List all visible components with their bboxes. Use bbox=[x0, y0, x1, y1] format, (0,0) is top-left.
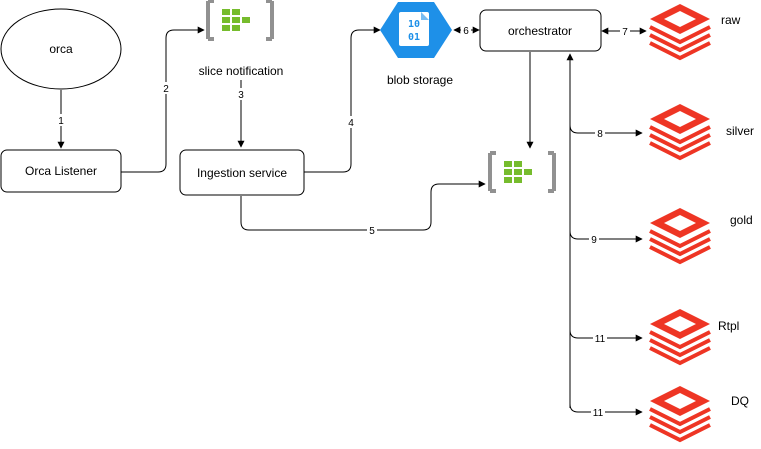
edge-ingestion-to-blob bbox=[304, 26, 381, 173]
edge-label-11-rtpl: 11 bbox=[595, 334, 606, 345]
raw-label: raw bbox=[721, 13, 741, 27]
node-gold[interactable]: gold bbox=[648, 206, 753, 264]
gold-label: gold bbox=[730, 213, 753, 227]
slice-notification-label: slice notification bbox=[199, 64, 284, 78]
node-orca-listener[interactable]: Orca Listener bbox=[0, 149, 122, 193]
edge-trunk-to-gold bbox=[569, 230, 643, 243]
blob-storage-icon: 10 01 bbox=[380, 2, 452, 58]
edge-label-5: 5 bbox=[369, 226, 375, 237]
edge-label-9: 9 bbox=[591, 235, 597, 246]
node-ingestion-service[interactable]: Ingestion service bbox=[179, 149, 305, 196]
databricks-layers-icon bbox=[648, 2, 712, 60]
edge-label-3: 3 bbox=[238, 90, 244, 101]
node-orca[interactable]: orca bbox=[0, 8, 122, 90]
edge-label-2: 2 bbox=[163, 84, 169, 95]
edge-trunk-to-silver bbox=[569, 124, 643, 137]
blob-icon-text-2: 01 bbox=[408, 32, 420, 43]
dq-label: DQ bbox=[731, 394, 749, 408]
edge-trunk-to-dq bbox=[569, 403, 643, 416]
silver-label: silver bbox=[726, 124, 754, 138]
edge-label-11-dq: 11 bbox=[593, 408, 604, 419]
rtpl-label: Rtpl bbox=[718, 319, 739, 333]
edge-label-6: 6 bbox=[463, 26, 469, 37]
node-blob-storage[interactable]: 10 01 blob storage bbox=[380, 2, 453, 87]
event-grid-icon bbox=[488, 151, 556, 193]
blob-storage-label: blob storage bbox=[387, 73, 453, 87]
node-orchestrator[interactable]: orchestrator bbox=[479, 9, 602, 52]
edge-label-7: 7 bbox=[622, 27, 628, 38]
node-event-grid-2[interactable] bbox=[488, 151, 556, 193]
orca-listener-label: Orca Listener bbox=[25, 164, 97, 178]
edge-labels: 1 2 3 4 5 6 7 8 9 11 11 bbox=[56, 24, 630, 419]
edges bbox=[57, 26, 647, 416]
databricks-layers-icon bbox=[648, 307, 712, 365]
orca-label: orca bbox=[49, 42, 73, 56]
edge-trunk-to-rtpl bbox=[569, 329, 643, 342]
node-rtpl[interactable]: Rtpl bbox=[648, 307, 739, 365]
edge-listener-to-slice bbox=[121, 26, 205, 173]
databricks-layers-icon bbox=[648, 384, 712, 442]
edge-label-1: 1 bbox=[58, 116, 64, 127]
node-dq[interactable]: DQ bbox=[648, 384, 749, 442]
node-silver[interactable]: silver bbox=[648, 102, 754, 160]
node-raw[interactable]: raw bbox=[648, 2, 741, 60]
ingestion-service-label: Ingestion service bbox=[197, 166, 287, 180]
databricks-layers-icon bbox=[648, 102, 712, 160]
node-slice-notification[interactable]: slice notification bbox=[199, 0, 284, 78]
blob-icon-text-1: 10 bbox=[408, 19, 420, 30]
orchestrator-label: orchestrator bbox=[508, 24, 572, 38]
event-grid-icon bbox=[206, 0, 274, 41]
databricks-layers-icon bbox=[648, 206, 712, 264]
edge-ingestion-to-eventgrid bbox=[240, 180, 486, 231]
edge-label-4: 4 bbox=[348, 118, 354, 129]
edge-label-8: 8 bbox=[597, 129, 603, 140]
